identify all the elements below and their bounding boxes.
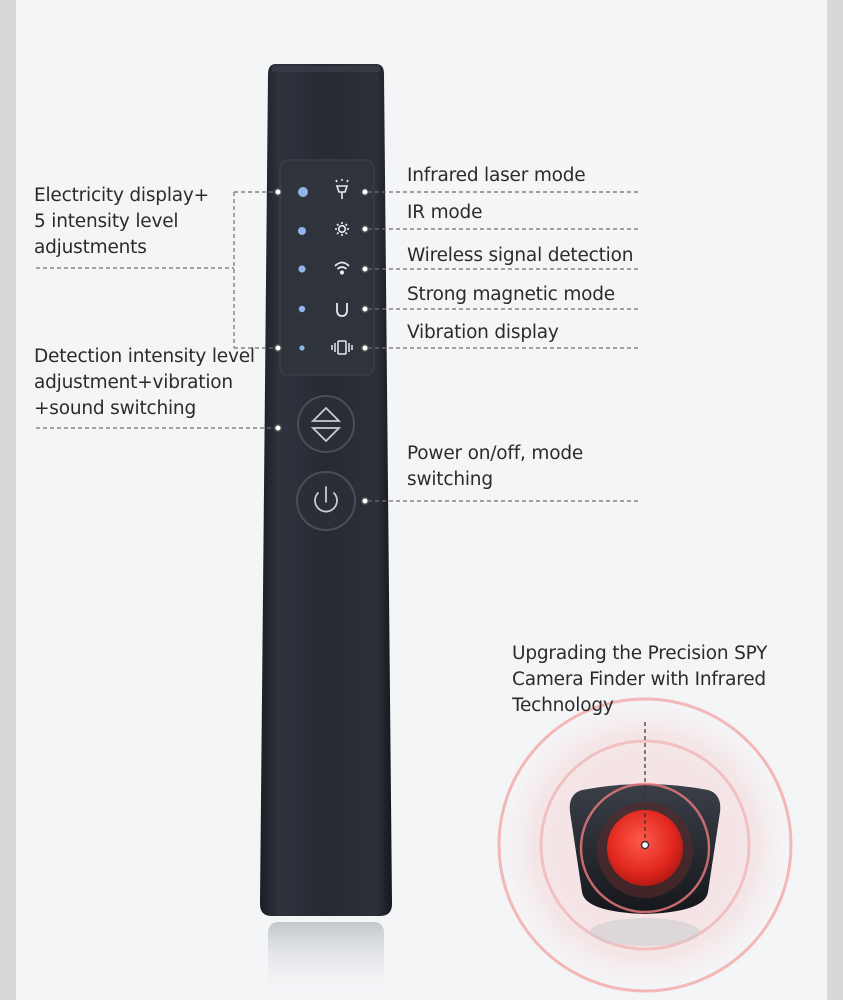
sun-icon <box>335 222 349 236</box>
device-reflection <box>268 922 384 1000</box>
indicator-led <box>298 227 306 235</box>
infrared-lens-illustration <box>487 687 803 1000</box>
detector-device <box>36 64 803 1000</box>
label-infrared-laser: Infrared laser mode <box>407 165 586 186</box>
product-diagram: Electricity display+ 5 intensity level a… <box>16 0 827 1000</box>
power-icon <box>314 486 338 513</box>
callout-lines-right <box>368 191 638 502</box>
indicator-led <box>298 265 306 273</box>
label-magnetic: Strong magnetic mode <box>407 284 615 305</box>
label-detection-adjust: Detection intensity level adjustment+vib… <box>34 346 255 419</box>
indicator-panel <box>279 159 375 376</box>
indicator-led <box>298 305 306 313</box>
label-vibration: Vibration display <box>407 322 559 343</box>
callout-lines-left <box>36 191 276 429</box>
label-ir-mode: IR mode <box>407 202 483 223</box>
callout-dots <box>274 188 369 505</box>
intensity-button[interactable] <box>297 395 355 453</box>
label-wireless: Wireless signal detection <box>407 245 634 266</box>
magnet-icon <box>336 303 348 317</box>
indicator-led <box>298 187 308 197</box>
lens-caption: Upgrading the Precision SPY Camera Finde… <box>512 643 768 716</box>
flashlight-icon <box>335 179 349 199</box>
up-down-arrows-icon <box>310 406 342 443</box>
wifi-icon <box>334 261 350 275</box>
vibration-icon <box>331 340 353 355</box>
label-power: Power on/off, mode switching <box>407 443 584 490</box>
label-battery-intensity: Electricity display+ 5 intensity level a… <box>34 185 209 258</box>
indicator-led <box>299 345 305 351</box>
